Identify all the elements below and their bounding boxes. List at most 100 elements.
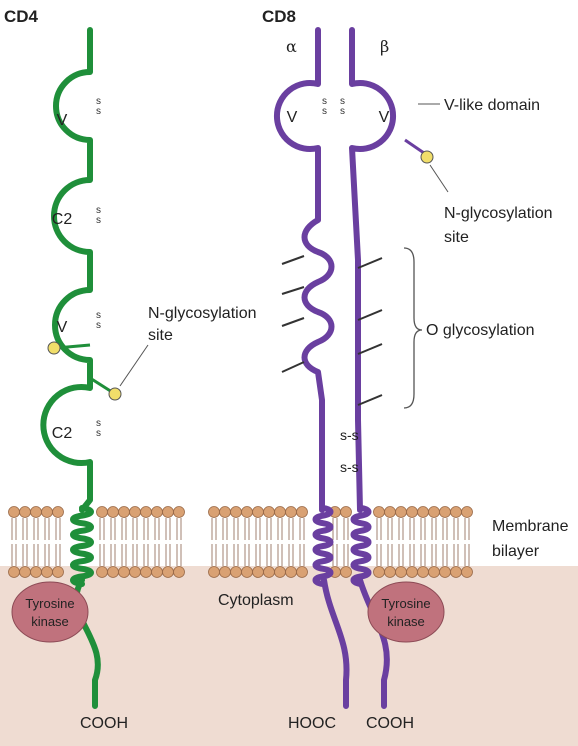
lipid-head [97, 567, 108, 578]
lipid-head [242, 567, 253, 578]
cd4-cooh-label: COOH [80, 715, 128, 732]
lipid-head [163, 567, 174, 578]
cd4-glyco-stalk-2 [90, 378, 112, 392]
cd8-alpha-o-glycan-2 [282, 287, 304, 294]
lipid-head [297, 507, 308, 518]
lipid-head [119, 567, 130, 578]
lipid-head [42, 507, 53, 518]
lipid-head [341, 567, 352, 578]
cd4-glyco-label-line1: N-glycosylation [148, 305, 256, 322]
lipid-head [97, 507, 108, 518]
lipid-head [220, 567, 231, 578]
cd4-title: CD4 [4, 7, 39, 26]
lipid-head [242, 507, 253, 518]
lipid-head [396, 567, 407, 578]
lipid-head [152, 567, 163, 578]
lipid-head [31, 507, 42, 518]
lipid-head [174, 507, 185, 518]
cytoplasm-label: Cytoplasm [218, 592, 294, 609]
lipid-head [440, 567, 451, 578]
lipid-head [396, 507, 407, 518]
cd4-domain-2: C2 [52, 211, 73, 228]
lipid-head [264, 567, 275, 578]
cd4-tyrosine-kinase [12, 582, 88, 642]
cd8-glyco-label-line2: site [444, 229, 469, 246]
lipid-head [42, 567, 53, 578]
lipid-head [440, 507, 451, 518]
cd8-tyrosine-kinase [368, 582, 444, 642]
lipid-head [220, 507, 231, 518]
cd8-beta-label: β [380, 37, 389, 56]
lipid-head [451, 567, 462, 578]
cd8-disulfide-2: s-s [340, 459, 359, 475]
membrane-label-line2: bilayer [492, 543, 540, 560]
lipid-head [119, 507, 130, 518]
lipid-head [163, 507, 174, 518]
lipid-head [20, 507, 31, 518]
lipid-head [297, 567, 308, 578]
cd8-beta-o-glycan-4 [358, 395, 382, 405]
cd8-alpha-o-glycan-1 [282, 256, 304, 264]
lipid-head [130, 567, 141, 578]
lipid-head [231, 567, 242, 578]
lipid-head [209, 567, 220, 578]
lipid-head [31, 567, 42, 578]
lipid-head [429, 567, 440, 578]
cd8-beta-o-glycan-2 [358, 310, 382, 320]
lipid-head [385, 567, 396, 578]
cd8-glyco-label-line1: N-glycosylation [444, 205, 552, 222]
lipid-head [374, 507, 385, 518]
lipid-head [108, 567, 119, 578]
cd4-glyco-label-line2: site [148, 327, 173, 344]
cd8-beta-glyco-dot [421, 151, 433, 163]
cd4-domain-4: C2 [52, 425, 73, 442]
lipid-head [418, 567, 429, 578]
lipid-head [209, 507, 220, 518]
cd8-alpha-disulfide-s: s [322, 106, 327, 117]
cd8-glyco-pointer [430, 165, 448, 192]
cd8-beta-disulfide-s: s [340, 106, 345, 117]
cd4-domain-1: V [57, 112, 68, 129]
cd4-glyco-dot-1 [48, 342, 60, 354]
o-glycosylation-label: O glycosylation [426, 322, 535, 339]
lipid-head [275, 507, 286, 518]
lipid-head [385, 507, 396, 518]
lipid-head [418, 507, 429, 518]
lipid-head [451, 507, 462, 518]
cd8-alpha-hooc-label: HOOC [288, 715, 336, 732]
lipid-head [253, 567, 264, 578]
lipid-head [9, 507, 20, 518]
lipid-head [141, 567, 152, 578]
cd8-alpha-o-glycan-4 [282, 362, 304, 372]
lipid-head [141, 507, 152, 518]
cd8-kinase-line2: kinase [387, 614, 425, 629]
cd4-disulfide-s: s [96, 106, 101, 117]
cd8-beta-cooh-label: COOH [366, 715, 414, 732]
o-glycosylation-brace [404, 248, 422, 408]
lipid-head [374, 567, 385, 578]
cd8-disulfide-1: s-s [340, 427, 359, 443]
lipid-head [462, 567, 473, 578]
cd4-disulfide-marks: ssssssss [96, 96, 101, 439]
cd8-beta-domain: V [379, 109, 390, 126]
cd8-alpha-domain: V [287, 109, 298, 126]
lipid-head [53, 507, 64, 518]
lipid-head [264, 507, 275, 518]
lipid-head [108, 507, 119, 518]
cd8-beta-o-glycan-1 [358, 258, 382, 268]
cd4-disulfide-s: s [96, 428, 101, 439]
cd4-disulfide-s: s [96, 215, 101, 226]
cd4-kinase-line1: Tyrosine [25, 596, 74, 611]
cd8-kinase-line1: Tyrosine [381, 596, 430, 611]
lipid-head [407, 507, 418, 518]
lipid-head [20, 567, 31, 578]
cd4-kinase-line2: kinase [31, 614, 69, 629]
lipid-head [286, 507, 297, 518]
lipid-head [275, 567, 286, 578]
vlike-domain-label: V-like domain [444, 97, 540, 114]
cd8-alpha-label: α [286, 37, 297, 56]
cd4-domain-3: V [57, 319, 68, 336]
